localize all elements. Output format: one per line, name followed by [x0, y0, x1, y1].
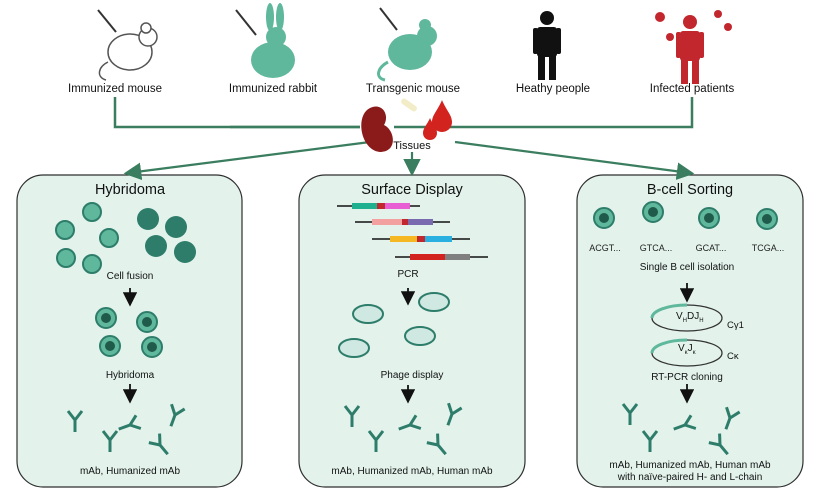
transgenic-mouse-icon	[377, 7, 437, 82]
single-b-cell-isolation-label: Single B cell isolation	[639, 262, 735, 273]
pcr-label: PCR	[397, 269, 419, 280]
light-chain-plasmid	[650, 338, 723, 367]
mouse-icon	[97, 9, 158, 81]
phage-display-label: Phage display	[380, 370, 444, 381]
vdj-label: VHDJH	[676, 311, 704, 324]
tissues-icon	[361, 98, 452, 152]
vj-label: VκJκ	[678, 343, 696, 356]
source-connectors	[113, 97, 694, 129]
bcell-output-line1: mAb, Humanized mAb, Human mAb	[609, 460, 771, 471]
hybridoma-step-label: Hybridoma	[105, 370, 155, 381]
seq-label-2: GTCA...	[639, 243, 673, 253]
source-label-infected-patients: Infected patients	[649, 83, 735, 95]
healthy-person-icon	[533, 11, 561, 80]
source-label-immunized-mouse: Immunized mouse	[68, 83, 162, 95]
bcell-sorting-title: B-cell Sorting	[646, 182, 734, 198]
phage-particles	[338, 292, 450, 358]
rt-pcr-cloning-label: RT-PCR cloning	[651, 372, 723, 383]
pcr-gene-constructs	[337, 203, 488, 260]
source-label-transgenic-mouse: Transgenic mouse	[365, 83, 461, 95]
bcell-output-line2: with naïve-paired H- and L-chain	[617, 472, 763, 483]
source-label-immunized-rabbit: Immunized rabbit	[228, 83, 318, 95]
seq-label-3: GCAT...	[695, 243, 727, 253]
seq-label-1: ACGT...	[589, 243, 621, 253]
infected-patient-icon	[655, 10, 732, 84]
tissue-arrows	[123, 140, 695, 181]
hybridoma-title: Hybridoma	[94, 182, 166, 198]
tissues-label: Tissues	[393, 140, 431, 152]
cell-fusion-label: Cell fusion	[106, 271, 154, 282]
source-label-healthy-people: Heathy people	[515, 83, 591, 95]
hybridoma-cells	[55, 202, 196, 274]
surface-display-title: Surface Display	[361, 182, 463, 198]
hybridoma-output-label: mAb, Humanized mAb	[79, 466, 181, 477]
surface-output-label: mAb, Humanized mAb, Human mAb	[331, 466, 493, 477]
c-gamma-label: Cγ1	[727, 320, 744, 331]
heavy-chain-plasmid	[650, 303, 723, 332]
hybridoma-panel	[16, 174, 243, 488]
rabbit-icon	[235, 3, 295, 78]
seq-label-4: TCGA...	[751, 243, 785, 253]
c-kappa-label: Cκ	[727, 351, 739, 362]
